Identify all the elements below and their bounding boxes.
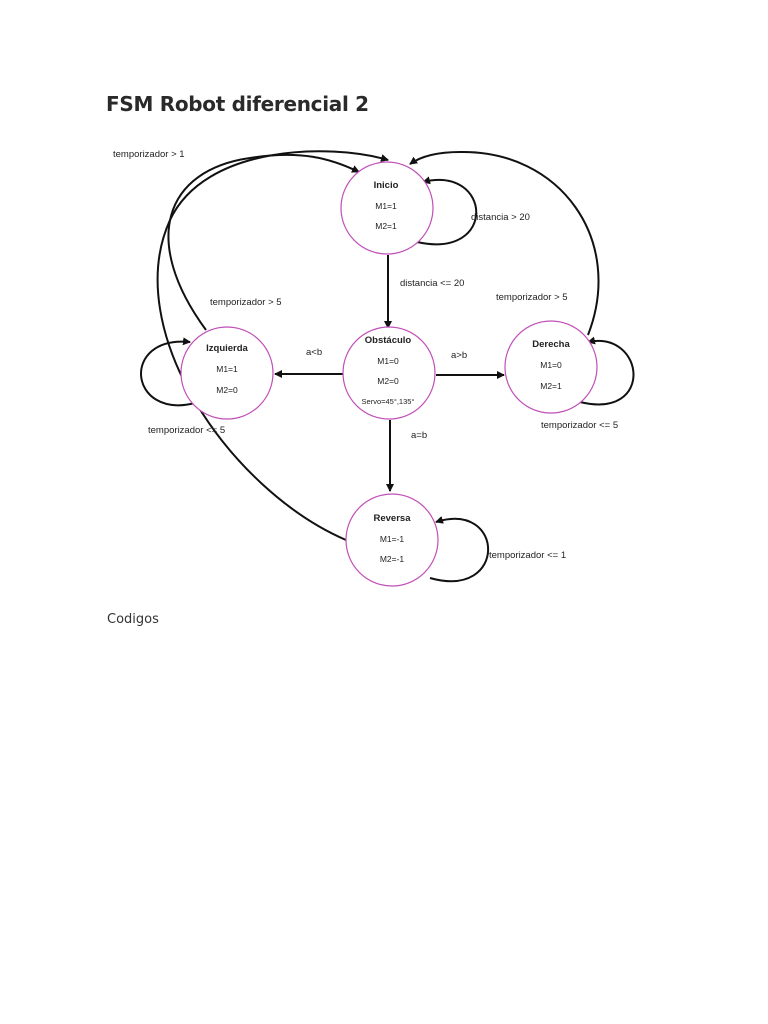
state-inicio: Inicio M1=1 M2=1 xyxy=(340,161,434,255)
label-obstaculo-to-derecha: a>b xyxy=(451,350,467,361)
state-izquierda-name: Izquierda xyxy=(206,343,248,354)
state-derecha-circle xyxy=(504,320,598,414)
edge-izquierda-self-loop xyxy=(140,337,196,407)
state-reversa: Reversa M1=-1 M2=-1 xyxy=(345,493,439,587)
label-reversa-to-inicio: temporizador > 1 xyxy=(113,149,185,160)
state-derecha-m1: M1=0 xyxy=(540,360,562,370)
edge-reversa-self-loop xyxy=(429,516,490,583)
label-izquierda-self: temporizador <= 5 xyxy=(148,425,225,436)
label-derecha-to-inicio: temporizador > 5 xyxy=(496,292,568,303)
section-heading-codigos: Codigos xyxy=(107,612,159,627)
state-obstaculo-m1: M1=0 xyxy=(377,356,399,366)
state-derecha-name: Derecha xyxy=(532,339,570,350)
label-inicio-self: distancia > 20 xyxy=(471,212,530,223)
state-obstaculo-name: Obstáculo xyxy=(365,335,412,346)
state-derecha-m2: M2=1 xyxy=(540,381,562,391)
state-obstaculo: Obstáculo M1=0 M2=0 Servo=45°,135° xyxy=(342,326,436,420)
edge-derecha-self-loop xyxy=(579,336,635,406)
state-obstaculo-servo: Servo=45°,135° xyxy=(362,397,415,406)
label-izquierda-to-inicio: temporizador > 5 xyxy=(210,297,282,308)
state-inicio-m1: M1=1 xyxy=(375,201,397,211)
edge-derecha-to-inicio xyxy=(409,150,600,336)
state-reversa-name: Reversa xyxy=(374,513,412,524)
label-obstaculo-to-reversa: a=b xyxy=(411,430,427,441)
state-izquierda: Izquierda M1=1 M2=0 xyxy=(180,326,274,420)
edge-izquierda-to-inicio xyxy=(167,153,360,331)
state-inicio-circle xyxy=(340,161,434,255)
state-izquierda-circle xyxy=(180,326,274,420)
state-reversa-circle xyxy=(345,493,439,587)
state-izquierda-m2: M2=0 xyxy=(216,385,238,395)
edge-reversa-to-inicio xyxy=(156,150,389,541)
state-inicio-m2: M2=1 xyxy=(375,221,397,231)
state-reversa-m2: M2=-1 xyxy=(380,554,405,564)
state-inicio-name: Inicio xyxy=(374,180,399,191)
document-title: FSM Robot diferencial 2 xyxy=(106,92,369,116)
label-inicio-to-obstaculo: distancia <= 20 xyxy=(400,278,464,289)
label-obstaculo-to-izquierda: a<b xyxy=(306,347,322,358)
edge-inicio-self-loop xyxy=(416,176,478,246)
state-obstaculo-m2: M2=0 xyxy=(377,376,399,386)
label-reversa-self: temporizador <= 1 xyxy=(489,550,566,561)
state-izquierda-m1: M1=1 xyxy=(216,364,238,374)
label-derecha-self: temporizador <= 5 xyxy=(541,420,618,431)
state-obstaculo-circle xyxy=(342,326,436,420)
state-reversa-m1: M1=-1 xyxy=(380,534,405,544)
state-derecha: Derecha M1=0 M2=1 xyxy=(504,320,598,414)
